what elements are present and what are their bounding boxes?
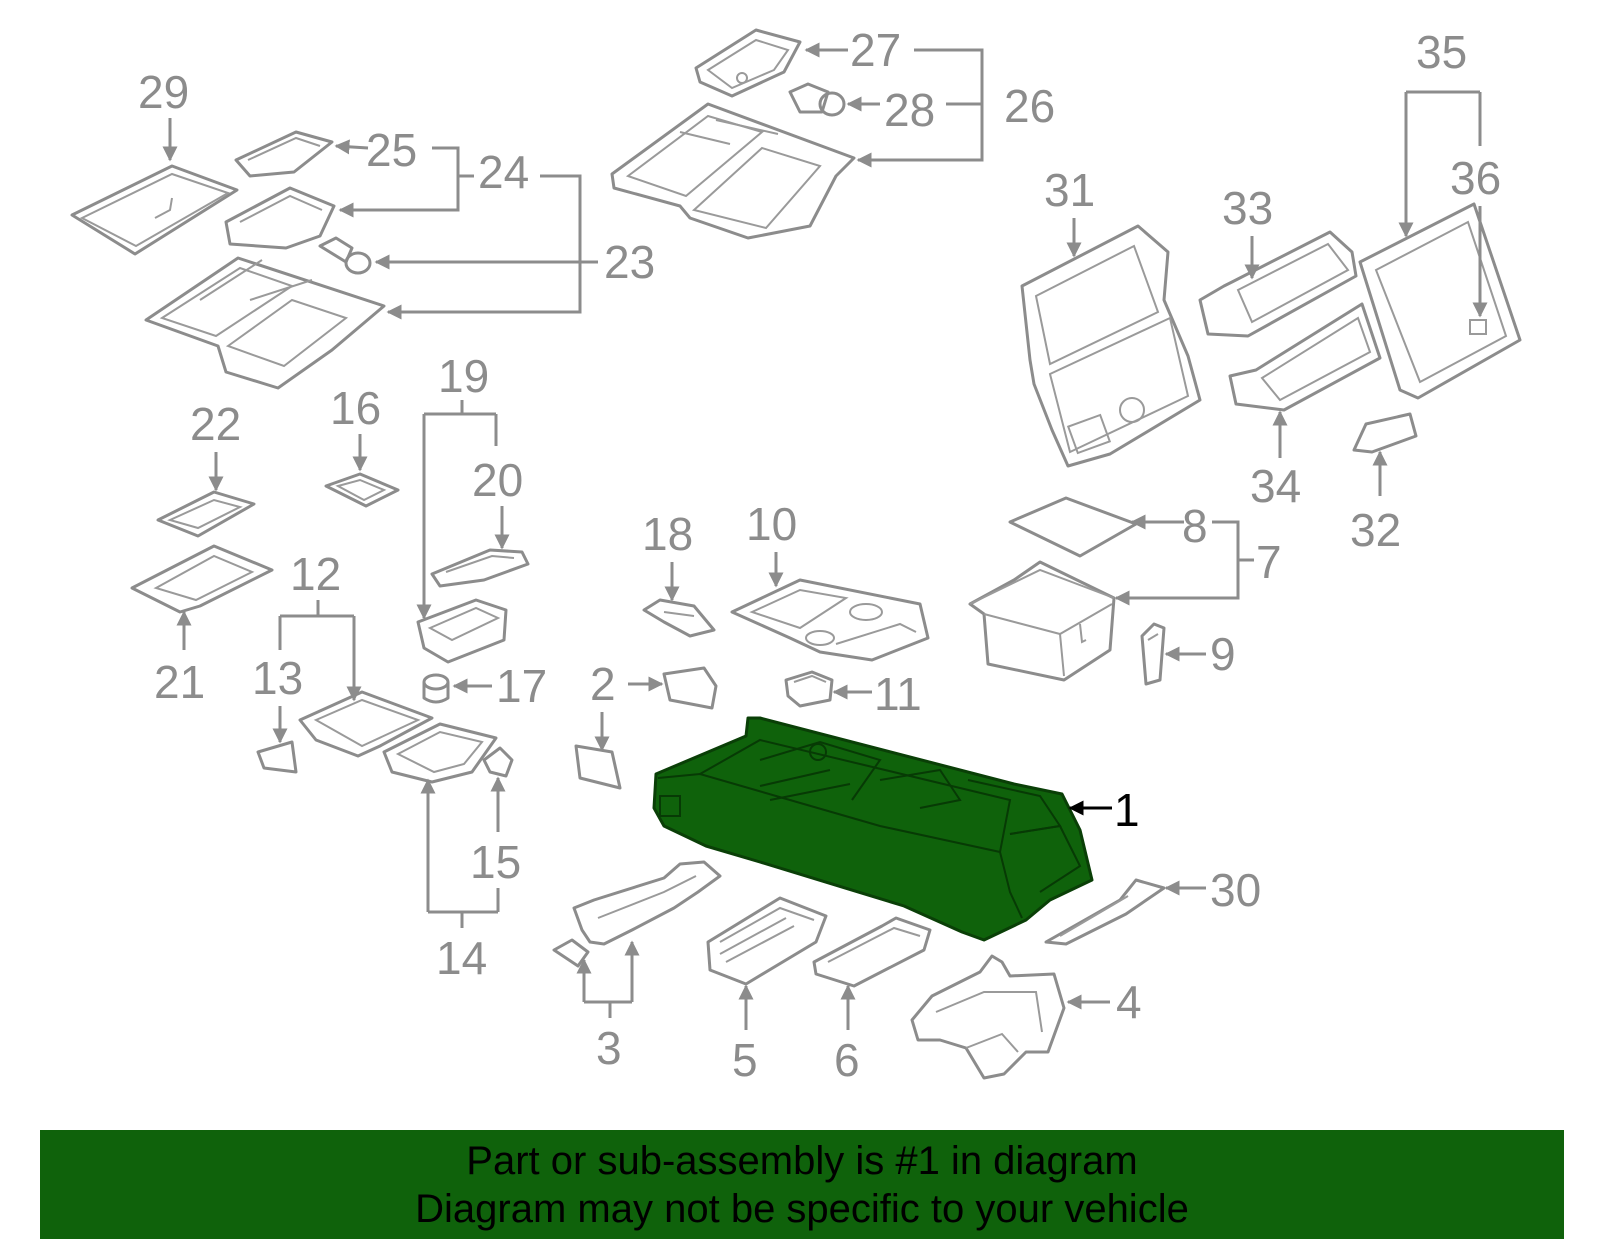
banner-line-1: Part or sub-assembly is #1 in diagram xyxy=(466,1138,1138,1183)
part-31-bezel-frame xyxy=(1020,224,1202,468)
callout-35: 35 xyxy=(1416,26,1467,78)
callout-3: 3 xyxy=(596,1022,622,1074)
part-12-panel xyxy=(298,690,434,758)
callout-15: 15 xyxy=(470,836,521,888)
part-5-vent xyxy=(706,896,828,986)
callout-9: 9 xyxy=(1210,628,1236,680)
callout-30: 30 xyxy=(1210,864,1261,916)
part-7-storage-bin xyxy=(968,560,1116,682)
callout-11: 11 xyxy=(874,668,922,720)
callout-6: 6 xyxy=(834,1034,860,1086)
part-3-bracket xyxy=(552,860,722,968)
part-19-cup-holder xyxy=(416,598,508,664)
part-29-lid-panel xyxy=(70,164,239,256)
part-13-clip xyxy=(256,740,298,774)
callout-28: 28 xyxy=(884,84,935,136)
part-23-power-outlet xyxy=(318,236,372,275)
part-25-small-lid xyxy=(234,130,334,178)
part-18-bracket xyxy=(642,598,716,638)
part-10-shifter-bezel xyxy=(730,578,930,662)
callout-26: 26 xyxy=(1004,80,1055,132)
part-1-console-highlighted xyxy=(652,716,1094,942)
callout-18: 18 xyxy=(642,508,693,560)
callout-24: 24 xyxy=(478,146,529,198)
part-24-upper-bin xyxy=(224,186,336,250)
info-banner: Part or sub-assembly is #1 in diagram Di… xyxy=(40,1130,1564,1239)
callout-20: 20 xyxy=(472,454,523,506)
callout-21: 21 xyxy=(154,656,205,708)
part-32-bracket xyxy=(1352,412,1418,454)
callout-1: 1 xyxy=(1114,784,1140,836)
part-24-console-top-tray xyxy=(144,256,386,390)
part-15-clip xyxy=(482,746,514,778)
part-35-large-bezel xyxy=(1358,202,1522,400)
callout-19: 19 xyxy=(438,350,489,402)
callout-10: 10 xyxy=(746,498,797,550)
callout-31: 31 xyxy=(1044,164,1095,216)
callout-33: 33 xyxy=(1222,182,1273,234)
part-20-cup-holder-insert xyxy=(430,548,530,588)
callout-8: 8 xyxy=(1182,500,1208,552)
callout-numbers: 29 25 24 23 27 28 26 31 33 35 36 34 32 2… xyxy=(138,24,1501,1086)
part-16-trim-ring xyxy=(324,472,400,508)
leader-lines xyxy=(162,42,1488,1030)
callout-13: 13 xyxy=(252,652,303,704)
callout-25: 25 xyxy=(366,124,417,176)
callout-12: 12 xyxy=(290,548,341,600)
callout-17: 17 xyxy=(496,660,547,712)
part-34-lower-panel xyxy=(1228,302,1382,412)
part-17-plug xyxy=(422,673,450,704)
callout-36: 36 xyxy=(1450,152,1501,204)
callout-2: 2 xyxy=(590,658,616,710)
part-22-bezel xyxy=(156,490,256,538)
callout-27: 27 xyxy=(850,24,901,76)
part-27-tray xyxy=(694,28,802,98)
parts-diagram: 29 25 24 23 27 28 26 31 33 35 36 34 32 2… xyxy=(70,24,1522,1086)
part-21-lower-bezel xyxy=(130,544,274,614)
callout-4: 4 xyxy=(1116,976,1142,1028)
part-8-mat xyxy=(1008,496,1138,558)
part-14-panel xyxy=(382,722,498,784)
callout-29: 29 xyxy=(138,66,189,118)
part-9-small-cover xyxy=(1140,622,1166,686)
part-28-socket xyxy=(788,82,846,117)
callout-5: 5 xyxy=(732,1034,758,1086)
part-4-mounting-bracket xyxy=(910,954,1066,1080)
banner-line-2: Diagram may not be specific to your vehi… xyxy=(415,1186,1189,1231)
callout-32: 32 xyxy=(1350,504,1401,556)
callout-22: 22 xyxy=(190,398,241,450)
callout-23: 23 xyxy=(604,236,655,288)
callout-16: 16 xyxy=(330,382,381,434)
part-33-upper-panel xyxy=(1198,230,1358,338)
callout-34: 34 xyxy=(1250,460,1301,512)
callout-14: 14 xyxy=(436,932,487,984)
part-6-duct xyxy=(812,916,932,988)
part-11-switch xyxy=(784,670,834,708)
part-30-trim-strip xyxy=(1044,878,1166,946)
part-26-upper-console-bezel xyxy=(610,102,856,240)
callout-7: 7 xyxy=(1256,536,1282,588)
